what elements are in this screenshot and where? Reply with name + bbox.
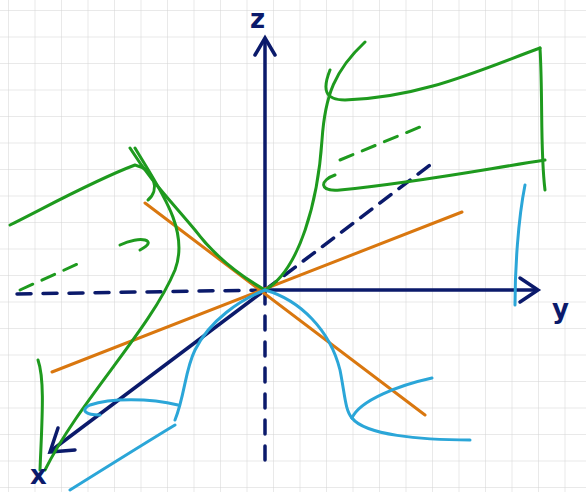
x-axis — [52, 290, 265, 450]
lower-surface — [70, 185, 525, 490]
surface-edge — [326, 48, 540, 100]
surface-edge — [85, 400, 178, 415]
z-arrowhead — [255, 38, 275, 55]
surface-edge — [10, 165, 154, 225]
surface-edge — [352, 378, 432, 418]
asymptote-line — [145, 203, 425, 415]
surface-curve — [175, 290, 265, 420]
surface-edge — [352, 418, 470, 440]
upper-surface — [10, 42, 545, 470]
axis-label: z — [250, 6, 265, 32]
surface-hidden — [340, 127, 420, 160]
y-arrowhead — [520, 278, 538, 302]
surface-curve — [45, 148, 179, 470]
surface-edge — [324, 160, 545, 190]
surface-edge — [540, 48, 545, 190]
asymptote-lines — [52, 203, 462, 415]
z-axis — [263, 40, 267, 290]
z-axis-hidden — [263, 290, 267, 465]
surface-edge — [120, 240, 148, 250]
surface-curve — [265, 42, 365, 290]
surface-curve — [265, 290, 352, 418]
surface-edge — [70, 425, 175, 490]
surface-curve — [130, 148, 265, 290]
x-axis-hidden — [265, 165, 430, 290]
surface-edge — [38, 360, 42, 470]
surface-edge — [515, 185, 525, 305]
axes — [15, 38, 538, 465]
axis-label: x — [30, 462, 47, 488]
axis-label: y — [552, 296, 569, 322]
y-axis-hidden — [15, 290, 265, 294]
y-axis — [265, 288, 535, 292]
surface-hidden — [20, 262, 82, 290]
